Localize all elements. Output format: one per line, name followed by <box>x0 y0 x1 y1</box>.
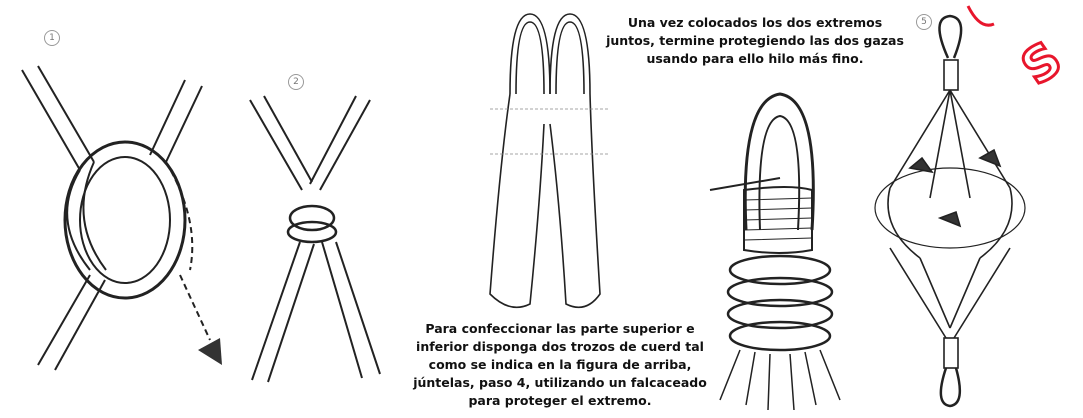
double-loop-figure <box>470 4 630 314</box>
top-caption: Una vez colocados los dos extremos junto… <box>606 15 904 66</box>
step-2-number: 2 <box>288 74 304 90</box>
whipped-end-drawing <box>709 92 841 411</box>
tight-knot-drawing <box>249 95 381 383</box>
bottom-caption: Para confeccionar las parte superior e i… <box>413 321 707 408</box>
double-loop-drawing <box>489 13 610 309</box>
loose-knot-drawing <box>21 65 222 371</box>
step-5-number: 5 <box>916 14 932 30</box>
knot-step-1-figure: 1 <box>10 20 240 400</box>
planter-drawing <box>874 14 1026 408</box>
stamp-letter: S <box>1011 31 1071 97</box>
stamp-watermark: S <box>966 5 1073 98</box>
whipped-end-figure <box>700 80 860 411</box>
hanging-planter-figure: 5 <box>850 8 1040 413</box>
knot-step-2-figure: 2 <box>240 60 390 400</box>
step-1-number: 1 <box>44 30 60 46</box>
